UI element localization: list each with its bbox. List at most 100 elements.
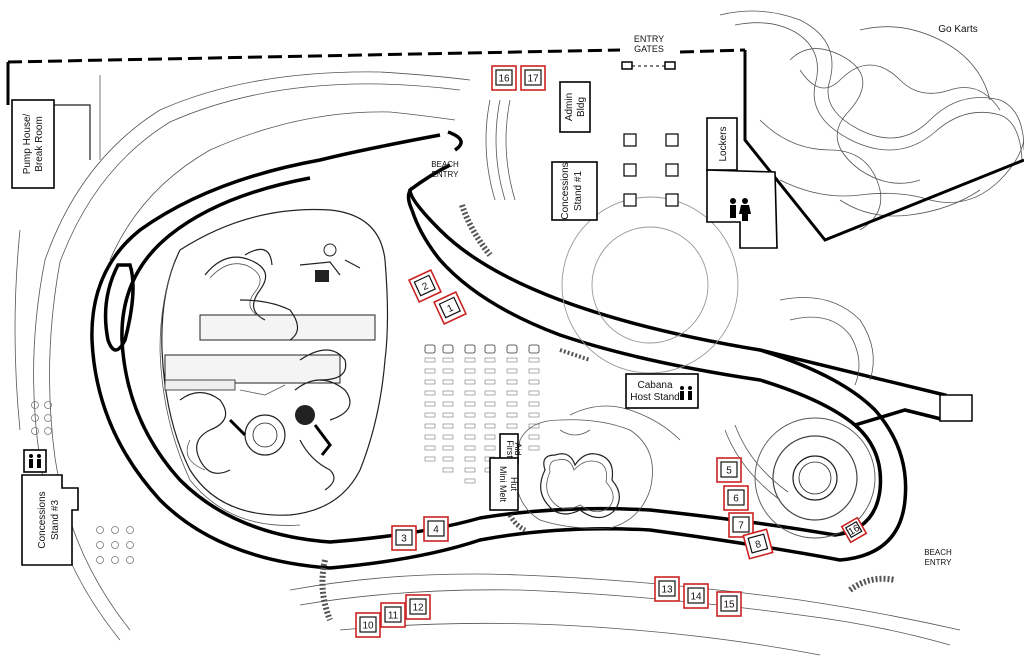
lounge-chair xyxy=(464,357,476,363)
lounge-chair xyxy=(484,357,496,363)
seat xyxy=(31,427,39,435)
lounge-chair xyxy=(424,368,436,374)
lounge-chair xyxy=(528,379,540,385)
seat xyxy=(44,427,52,435)
concessions-1-label-2: Stand #1 xyxy=(573,171,584,211)
mini-melt-hut: Mini Melt Hut xyxy=(489,457,519,511)
lounge-chair xyxy=(484,434,496,440)
picnic-table xyxy=(665,133,679,147)
umbrella-table xyxy=(528,344,540,354)
picnic-table xyxy=(665,193,679,207)
lounge-chair xyxy=(464,379,476,385)
cabana-4-number: 4 xyxy=(433,525,439,536)
beach-entry-bottom-label: BEACH xyxy=(924,548,952,557)
lounge-chair xyxy=(464,434,476,440)
lounge-chair xyxy=(424,445,436,451)
lounge-chair xyxy=(424,390,436,396)
kids-play-area xyxy=(514,405,681,529)
lounge-chair xyxy=(442,456,454,462)
cabana-6-number: 6 xyxy=(733,494,739,505)
first-aid-building: First Aid xyxy=(499,433,523,465)
cabana-1: 1 xyxy=(432,290,468,326)
cabana-7: 7 xyxy=(728,512,754,538)
seat xyxy=(111,526,119,534)
cabana-16: 16 xyxy=(491,65,517,91)
concessions-stand-1: Concessions Stand #1 xyxy=(551,161,598,221)
restroom-icon-3 xyxy=(29,454,41,468)
concessions-3-label-2: Stand #3 xyxy=(50,500,61,540)
cabana-13-number: 13 xyxy=(661,585,673,596)
cabana-16-right-number: 16 xyxy=(847,523,863,538)
lounge-chair xyxy=(424,412,436,418)
lounge-chair xyxy=(424,423,436,429)
cabana-10-number: 10 xyxy=(362,621,374,632)
go-karts-label: Go Karts xyxy=(938,24,977,35)
lounge-chair xyxy=(506,401,518,407)
lounge-chair xyxy=(506,379,518,385)
cabana-15-number: 15 xyxy=(723,600,735,611)
lounge-chair xyxy=(528,368,540,374)
seat xyxy=(96,526,104,534)
lounge-chair xyxy=(464,412,476,418)
lounge-chair xyxy=(528,423,540,429)
seat xyxy=(31,414,39,422)
lounge-chair xyxy=(424,379,436,385)
cabana-13: 13 xyxy=(654,576,680,602)
first-aid-label: First xyxy=(505,440,515,458)
cabana-5-number: 5 xyxy=(726,466,732,477)
lounge-chair xyxy=(442,379,454,385)
lounge-chair xyxy=(528,445,540,451)
lounge-chair xyxy=(464,401,476,407)
lounge-chair xyxy=(424,401,436,407)
entry-gates-label: ENTRY xyxy=(634,34,664,44)
cabana-host-label-2: Host Stand xyxy=(630,392,679,403)
lounge-chair xyxy=(464,390,476,396)
lounge-chair xyxy=(528,357,540,363)
lounge-chair xyxy=(464,467,476,473)
lounge-chair xyxy=(506,368,518,374)
lounge-chair xyxy=(442,401,454,407)
lounge-chair xyxy=(442,368,454,374)
lounge-chair xyxy=(442,423,454,429)
cabana-3: 3 xyxy=(391,525,417,551)
pump-house-label: Pump House/ xyxy=(22,113,33,174)
entry-gates: ENTRY GATES xyxy=(621,34,676,70)
lockers-building: Lockers xyxy=(706,117,778,249)
cabana-2: 2 xyxy=(407,268,443,304)
beach-entry-top-label: BEACH xyxy=(431,160,459,169)
cabana-15: 15 xyxy=(716,591,742,617)
lounge-chair xyxy=(484,390,496,396)
cabana-1-number: 1 xyxy=(446,303,456,316)
cabana-16-number: 16 xyxy=(498,74,510,85)
restroom-icon xyxy=(730,198,751,221)
seat xyxy=(126,526,134,534)
picnic-table xyxy=(623,163,637,177)
lounge-chair xyxy=(424,434,436,440)
mini-melt-label-2: Hut xyxy=(509,477,519,492)
cabana-host-stand: Cabana Host Stand xyxy=(625,373,699,409)
concessions-1-label: Concessions xyxy=(560,162,571,219)
plaza-circles xyxy=(561,196,876,539)
lounge-chair xyxy=(506,357,518,363)
lounge-chair xyxy=(464,478,476,484)
cabana-6: 6 xyxy=(723,485,749,511)
seating-clusters-left xyxy=(31,401,134,564)
rock-texture xyxy=(319,204,896,622)
umbrella-table xyxy=(424,344,436,354)
seat xyxy=(96,541,104,549)
cabana-2-number: 2 xyxy=(421,281,431,294)
pump-house-building: Pump House/ Break Room xyxy=(11,99,55,189)
lounge-chair xyxy=(464,368,476,374)
seat xyxy=(44,414,52,422)
umbrella-table xyxy=(484,344,496,354)
park-boundary xyxy=(6,48,1024,242)
picnic-table xyxy=(665,163,679,177)
umbrella-table xyxy=(464,344,476,354)
seat xyxy=(31,401,39,409)
cabana-12-number: 12 xyxy=(412,603,424,614)
cabana-11-number: 11 xyxy=(388,611,399,622)
lounge-chair xyxy=(484,379,496,385)
lockers-label: Lockers xyxy=(718,126,729,161)
cabana-14: 14 xyxy=(683,583,709,609)
go-kart-track xyxy=(719,10,1024,231)
